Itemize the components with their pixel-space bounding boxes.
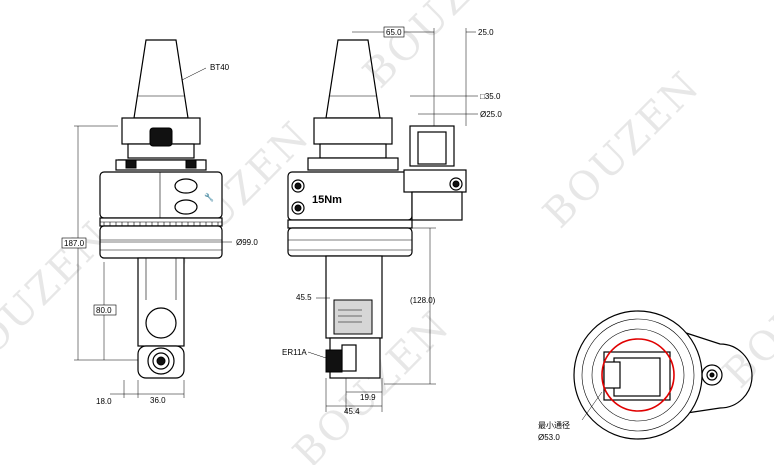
side-view: 15Nm 65.0 25.0 □35.0 Ø25.0 [282, 26, 502, 416]
scale-ticks [103, 222, 219, 226]
watermark-3: BOUZEN [355, 0, 529, 97]
bottom-view: 最小通径 Ø53.0 [538, 310, 753, 442]
side-body [287, 171, 413, 221]
min-bore-value: Ø53.0 [538, 433, 560, 442]
dim-diameter-25: Ø25.0 [480, 110, 502, 119]
offset-dim: 18.0 [96, 397, 112, 406]
dim-square-35: □35.0 [480, 92, 501, 101]
width-dim: 36.0 [150, 396, 166, 405]
collet-label: ER11A [282, 348, 307, 357]
dim-25: 25.0 [478, 28, 494, 37]
nameplate [333, 299, 373, 335]
locating-lug [639, 317, 753, 421]
spindle-arm [137, 257, 185, 347]
front-view: 🔧 187.0 [61, 39, 258, 406]
dim-128: (128.0) [410, 296, 436, 305]
min-bore-circle [601, 338, 675, 412]
torque-label: 15Nm [312, 194, 342, 206]
wrench-icon: 🔧 [204, 192, 214, 202]
min-bore-label: 最小通径 [538, 420, 570, 430]
dim-65: 65.0 [386, 28, 402, 37]
dim-45-5: 45.5 [296, 293, 312, 302]
arm-dim: 80.0 [96, 306, 112, 315]
shank-label: BT40 [210, 63, 230, 72]
taper-shank [133, 39, 189, 119]
watermark-4: BOUZEN [535, 63, 709, 237]
dim-19-9: 19.9 [360, 393, 376, 402]
dim-45-4: 45.4 [344, 407, 360, 416]
height-dim: 187.0 [64, 239, 85, 248]
body-diameter-dim: Ø99.0 [236, 238, 258, 247]
watermark-6: BOUZEN [715, 223, 774, 397]
